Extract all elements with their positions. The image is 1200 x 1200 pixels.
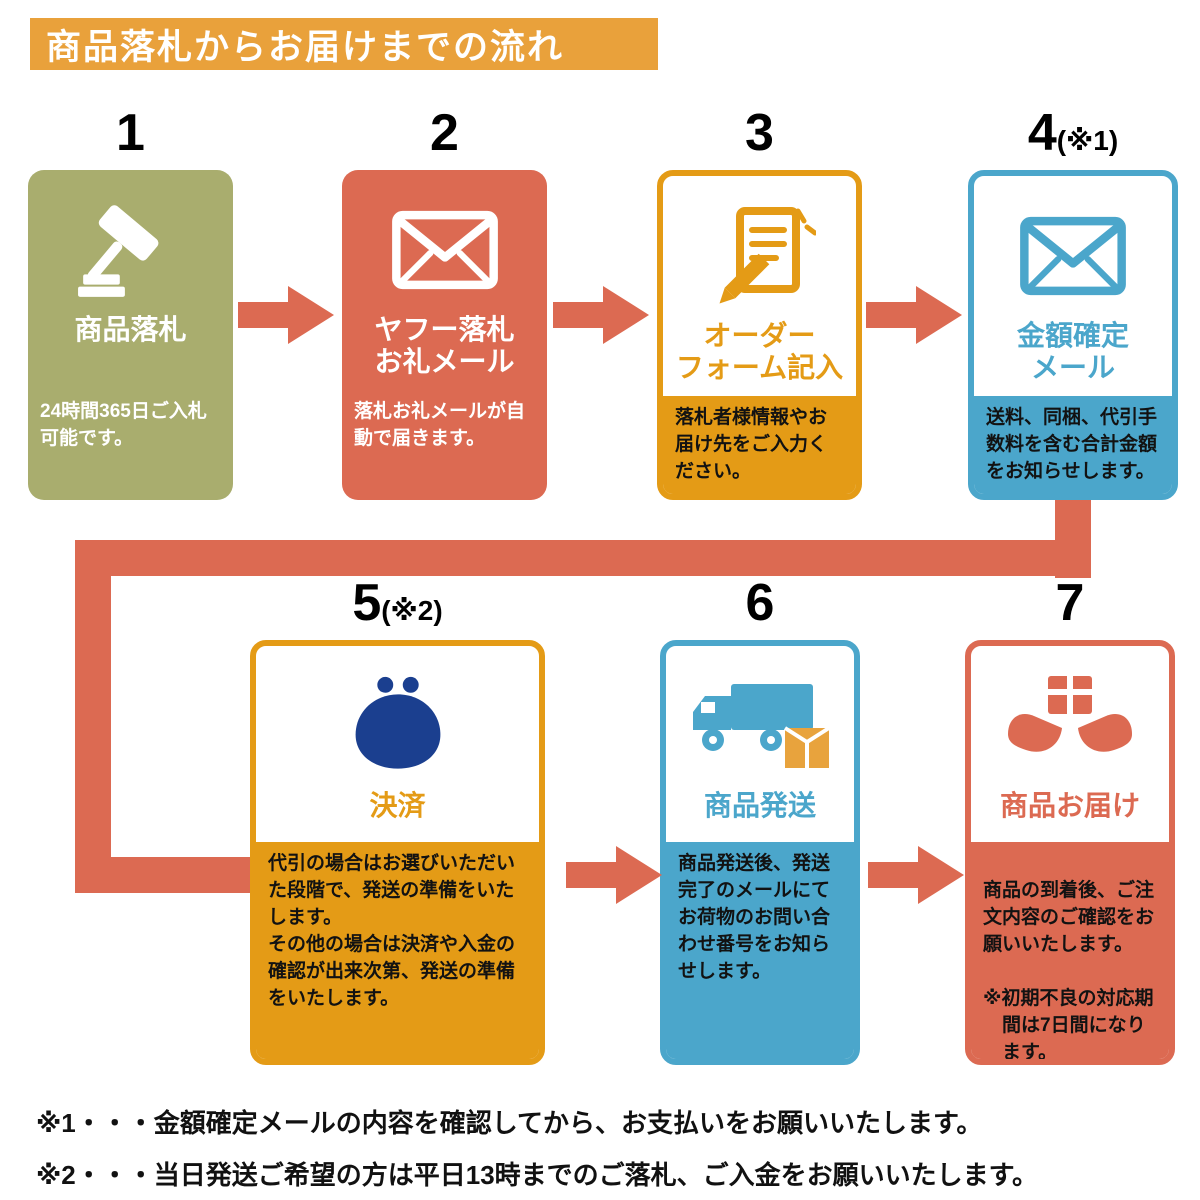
- truck-icon: [666, 656, 854, 790]
- footnote-2: ※2・・・当日発送ご希望の方は平日13時までのご落札、ご入金をお願いいたします。: [36, 1160, 1039, 1190]
- step-label: オーダー フォーム記入: [675, 320, 844, 383]
- order-form-icon: [663, 192, 856, 320]
- step-card-thanks-mail: ヤフー落札 お礼メール 落札お礼メールが自動で届きます。: [342, 170, 547, 500]
- step-number-4: 4(※1): [1027, 104, 1119, 162]
- step-card-payment: 決済 代引の場合はお選びいただいた段階で、発送の準備をいたします。 その他の場合…: [250, 640, 545, 1065]
- step-number-1: 1: [116, 104, 145, 162]
- flow-arrow: [553, 286, 649, 344]
- delivery-hands-icon: [971, 656, 1169, 790]
- step-description: 代引の場合はお選びいただいた段階で、発送の準備をいたします。 その他の場合は決済…: [256, 842, 539, 1059]
- step-description: 落札お礼メールが自動で届きます。: [354, 401, 526, 449]
- flow-connector: [75, 857, 255, 893]
- flow-arrow: [238, 286, 334, 344]
- step-label: 商品落札: [74, 314, 187, 345]
- flow-connector: [75, 540, 111, 893]
- defect-note: ※初期不良の対応期間は7日間になります。: [983, 988, 1154, 1063]
- step-description: 送料、同梱、代引手数料を含む合計金額をお知らせします。: [974, 396, 1172, 494]
- step-label: ヤフー落札 お礼メール: [374, 314, 515, 377]
- gavel-icon: [28, 186, 233, 314]
- step-label: 金額確定 メール: [1016, 320, 1129, 383]
- step-number-2: 2: [430, 104, 459, 162]
- step-number-5: 5(※2): [352, 574, 443, 632]
- flow-arrow: [566, 846, 662, 904]
- step-card-shipping: 商品発送 商品発送後、発送完了のメールにてお荷物のお問い合わせ番号をお知らせしま…: [660, 640, 860, 1065]
- step-description: 商品発送後、発送完了のメールにてお荷物のお問い合わせ番号をお知らせします。: [666, 842, 854, 1059]
- step-number-6: 6: [745, 574, 775, 632]
- box-icon: [783, 726, 831, 768]
- step-label: 商品お届け: [999, 790, 1140, 821]
- step-card-auction: 商品落札 24時間365日ご入札可能です。: [28, 170, 233, 500]
- flow-arrow: [868, 846, 964, 904]
- purse-icon: [256, 656, 539, 790]
- step-description: 落札者様情報やお届け先をご入力ください。: [663, 396, 856, 494]
- step-card-order-form: オーダー フォーム記入 落札者様情報やお届け先をご入力ください。: [657, 170, 862, 500]
- title-banner: 商品落札からお届けまでの流れ: [30, 18, 658, 70]
- mail-icon: [342, 186, 547, 314]
- flow-arrow: [866, 286, 962, 344]
- mail-icon: [974, 192, 1172, 320]
- step-number-7: 7: [1055, 574, 1085, 632]
- step-card-delivery: 商品お届け 商品の到着後、ご注文内容のご確認をお願いいたします。 ※初期不良の対…: [965, 640, 1175, 1065]
- step-description: 商品の到着後、ご注文内容のご確認をお願いいたします。 ※初期不良の対応期間は7日…: [971, 842, 1169, 1063]
- footnote-1: ※1・・・金額確定メールの内容を確認してから、お支払いをお願いいたします。: [36, 1108, 983, 1138]
- step-label: 商品発送: [703, 790, 816, 821]
- step-card-price-mail: 金額確定 メール 送料、同梱、代引手数料を含む合計金額をお知らせします。: [968, 170, 1178, 500]
- step-description: 24時間365日ご入札可能です。: [40, 401, 207, 449]
- step-label: 決済: [369, 790, 426, 821]
- step-number-3: 3: [745, 104, 774, 162]
- page-title: 商品落札からお届けまでの流れ: [46, 27, 565, 67]
- flow-connector: [75, 540, 1091, 576]
